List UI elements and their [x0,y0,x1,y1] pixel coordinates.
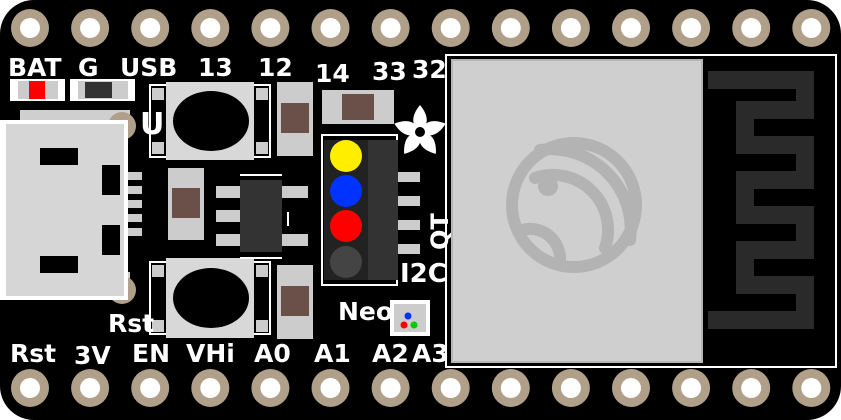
pin-label-a1: A1 [314,339,351,368]
resistor-a0 [277,265,313,339]
bat-led [10,79,65,101]
header-pads-top [11,9,831,47]
pin-label-3v: 3V [74,341,111,370]
pin-label-en: EN [132,339,170,368]
pin-label-rst: Rst [10,339,56,368]
stemma-qt-connector [321,134,420,286]
bottom-pad-hole-7 [380,378,401,398]
u-label: U [140,107,164,142]
bottom-pad-hole-1 [20,378,40,398]
neo-label: Neo [338,297,393,326]
resistor-14 [322,90,394,124]
pcb-antenna-trace [708,71,814,329]
bottom-pad-hole-12 [681,378,702,398]
top-pad-hole-10 [560,18,581,38]
resistor-left-mid [168,168,204,240]
top-pad-hole-7 [380,18,401,38]
top-pad-hole-3 [140,18,161,38]
top-pad-hole-2 [80,18,101,38]
top-pad-hole-13 [741,18,762,38]
bottom-pad-hole-11 [621,378,641,398]
qt-pin-red [330,210,362,242]
rst-button-label: Rst [108,309,154,338]
bottom-pad-hole-2 [80,378,101,398]
neopixel-led [390,300,430,336]
pin-label-33: 33 [372,57,407,86]
pin-label-a2: A2 [372,339,409,368]
qt-pin-blue [330,175,362,207]
adafruit-flower-logo [394,105,446,154]
top-pad-hole-1 [20,18,40,38]
bottom-pad-hole-10 [560,378,581,398]
pin-label-13: 13 [198,53,233,82]
top-pad-hole-9 [500,18,521,38]
bottom-pad-hole-14 [801,378,822,398]
pin-label-12: 12 [258,53,293,82]
pin-label-a0: A0 [254,339,291,368]
top-pad-hole-4 [200,18,221,38]
qt-pin-black [330,246,362,278]
bottom-pad-hole-9 [500,378,521,398]
qt-label: QT [426,213,454,250]
esp32-module [445,54,837,368]
espressif-logo [506,137,642,273]
pin-label-vhi: VHi [186,339,235,368]
top-pad-hole-8 [440,18,461,38]
bottom-pad-hole-6 [320,378,341,398]
pin-label-a3: A3 [412,339,449,368]
pin-label-bat: BAT [8,53,62,82]
bottom-pad-hole-5 [260,378,281,398]
pin-label-14: 14 [315,59,350,88]
pin-label-32: 32 [412,55,447,84]
top-pad-hole-11 [621,18,641,38]
regulator-chip [216,174,308,259]
top-pad-hole-14 [801,18,822,38]
top-pad-hole-5 [260,18,281,38]
bottom-pad-hole-8 [440,378,461,398]
pin-label-usb: USB [120,53,177,82]
bottom-pad-hole-3 [140,378,161,398]
bottom-pad-hole-4 [200,378,221,398]
pin-label-g: G [78,53,99,82]
top-pad-hole-12 [681,18,702,38]
qt-pin-yellow [330,140,362,172]
button-13[interactable] [149,82,271,160]
top-pad-hole-6 [320,18,341,38]
resistor-12 [277,82,313,156]
header-pads-bottom [11,369,831,407]
bottom-pad-hole-13 [741,378,762,398]
i2c-label: I2C [400,259,447,289]
g-led [70,79,135,101]
reset-button[interactable] [149,258,271,338]
usb-c-connector [0,110,142,304]
